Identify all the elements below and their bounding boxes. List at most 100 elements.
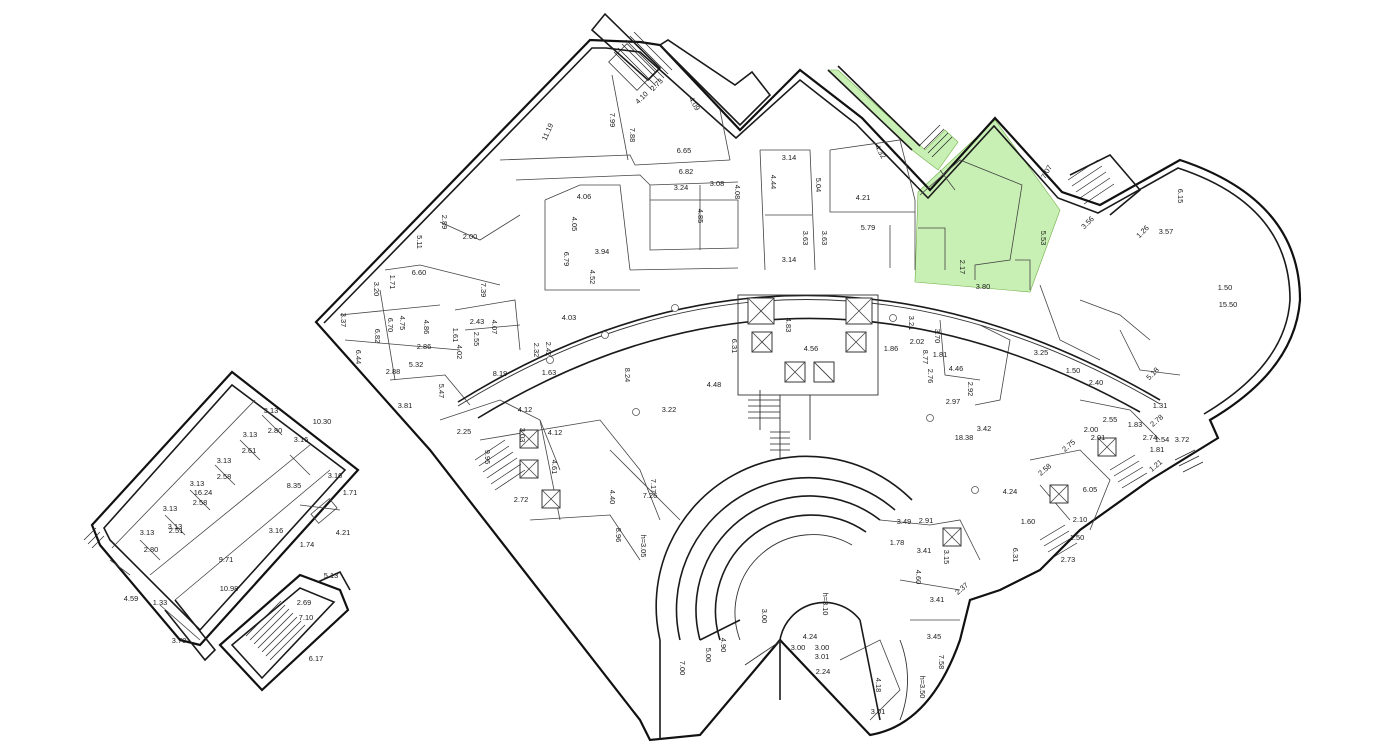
dimension-label: 2.25 (457, 427, 471, 436)
lift-core (737, 294, 879, 460)
dimension-label: 1.74 (300, 540, 314, 549)
dimension-label: 2.92 (966, 382, 975, 396)
dimension-label: h=3.10 (821, 593, 830, 616)
dimension-label: 2.58 (193, 498, 207, 507)
dimension-label: 6.82 (679, 167, 693, 176)
dimension-label: 3.13 (243, 430, 257, 439)
dimension-label: 2.61 (242, 446, 256, 455)
dimension-label: 3.15 (942, 550, 951, 564)
dimension-label: 5.79 (861, 223, 875, 232)
dimension-label: 2.00 (463, 232, 477, 241)
dimension-label: 3.13 (264, 406, 278, 415)
dimension-label: 4.21 (336, 528, 350, 537)
dimension-label: 3.70 (933, 329, 942, 343)
dimension-label: 4.07 (490, 320, 499, 334)
dimension-label: 8.24 (623, 368, 632, 382)
dimension-label: 2.97 (946, 397, 960, 406)
dimension-label: 1.60 (1021, 517, 1035, 526)
dimension-label: 4.12 (548, 428, 562, 437)
dimension-label: h=3.05 (639, 535, 648, 558)
dimension-label: 3.57 (1159, 227, 1173, 236)
dimension-label: 4.86 (422, 320, 431, 334)
dimension-label: 7.10 (299, 613, 313, 622)
dimension-label: 6.44 (354, 350, 363, 364)
dimension-label: 1.50 (1070, 533, 1084, 542)
dimension-label: 3.13 (190, 479, 204, 488)
dimension-label: 4.56 (804, 344, 818, 353)
dimension-label: 1.71 (343, 488, 357, 497)
dimension-label: 2.00 (1084, 425, 1098, 434)
dimension-label: 3.13 (217, 456, 231, 465)
dimension-label: 1.81 (933, 350, 947, 359)
stair-north-west (608, 31, 673, 91)
dimension-label: 4.08 (733, 185, 742, 199)
dimension-label: 1.50 (1218, 283, 1232, 292)
columns (546, 304, 979, 494)
dimension-label: 4.44 (769, 175, 778, 189)
dimension-label: 4.75 (398, 316, 407, 330)
dimension-label: 2.58 (217, 472, 231, 481)
dimension-label: 3.42 (977, 424, 991, 433)
dimension-label: 3.13 (140, 528, 154, 537)
dimension-label: 4.12 (518, 405, 532, 414)
dimension-label: 1.33 (153, 598, 167, 607)
dimension-label: 5.04 (814, 178, 823, 192)
dimension-label: 6.70 (386, 318, 395, 332)
dimension-label: 2.80 (268, 426, 282, 435)
dimension-label: 10.30 (313, 417, 332, 426)
dimension-label: 4.09 (687, 95, 702, 112)
dimension-label: 3.13 (168, 522, 182, 531)
dimension-label: 4.24 (803, 632, 817, 641)
dimension-label: 4.52 (588, 270, 597, 284)
dimension-label: 2.91 (919, 516, 933, 525)
dimension-label: 4.03 (562, 313, 576, 322)
dimension-label: 6.15 (1176, 189, 1185, 203)
dimension-label: 7.58 (937, 655, 946, 669)
dimension-label: 16.24 (194, 488, 213, 497)
dimension-label: 1.78 (890, 538, 904, 547)
dimension-label: 4.61 (550, 460, 559, 474)
dimension-label: 4.21 (856, 193, 870, 202)
highlighted-room[interactable] (827, 69, 1061, 293)
dimension-label: 6.31 (1011, 548, 1020, 562)
dimension-label: 1.71 (388, 275, 397, 289)
dimension-label: 1.50 (1066, 366, 1080, 375)
dimension-label: 3.41 (917, 546, 931, 555)
dimension-label: 2.55 (1103, 415, 1117, 424)
dimension-label: 3.13 (163, 504, 177, 513)
dimension-label: 3.81 (398, 401, 412, 410)
curved-corridor (457, 294, 1161, 419)
dimension-label: 2.42 (544, 342, 553, 356)
dimension-label: 2.51 (169, 526, 183, 535)
dimension-label: 2.37 (953, 581, 970, 597)
dimension-label: 4.59 (124, 594, 138, 603)
dimension-label: 3.78 (172, 636, 186, 645)
dimension-label: 3.01 (871, 707, 885, 716)
dimension-label: 3.56 (1079, 214, 1096, 231)
dimension-label: 3.94 (595, 247, 609, 256)
dimension-label: 1.54 (1155, 435, 1169, 444)
dimension-label: 8.35 (287, 481, 301, 490)
dimension-label: 8.77 (921, 350, 930, 364)
dimension-label: 15.50 (1219, 300, 1238, 309)
dimension-label: 3.72 (1175, 435, 1189, 444)
dimension-label: 6.05 (1083, 485, 1097, 494)
dimension-label: 5.53 (1039, 231, 1048, 245)
dimension-label: 6.65 (677, 146, 691, 155)
dimension-label: 3.20 (372, 282, 381, 296)
dimension-label: 8.96 (614, 528, 623, 542)
dimension-label: h=3.50 (918, 676, 927, 699)
stair-block (218, 570, 351, 692)
dimension-label: 3.01 (815, 652, 829, 661)
dimension-label: 11.19 (540, 122, 556, 142)
dimension-label: 5.11 (415, 235, 424, 249)
dimension-label: 2.55 (472, 332, 481, 346)
dimension-label: 9.71 (219, 555, 233, 564)
dimension-label: 1.21 (1147, 458, 1164, 474)
dimension-label: 5.47 (437, 384, 446, 398)
dimension-label: 4.18 (874, 678, 883, 692)
dimension-label: 1.61 (451, 328, 460, 342)
dimension-label: 2.58 (1036, 462, 1053, 478)
dimension-label: 4.46 (949, 364, 963, 373)
dimension-label: 6.31 (730, 339, 739, 353)
